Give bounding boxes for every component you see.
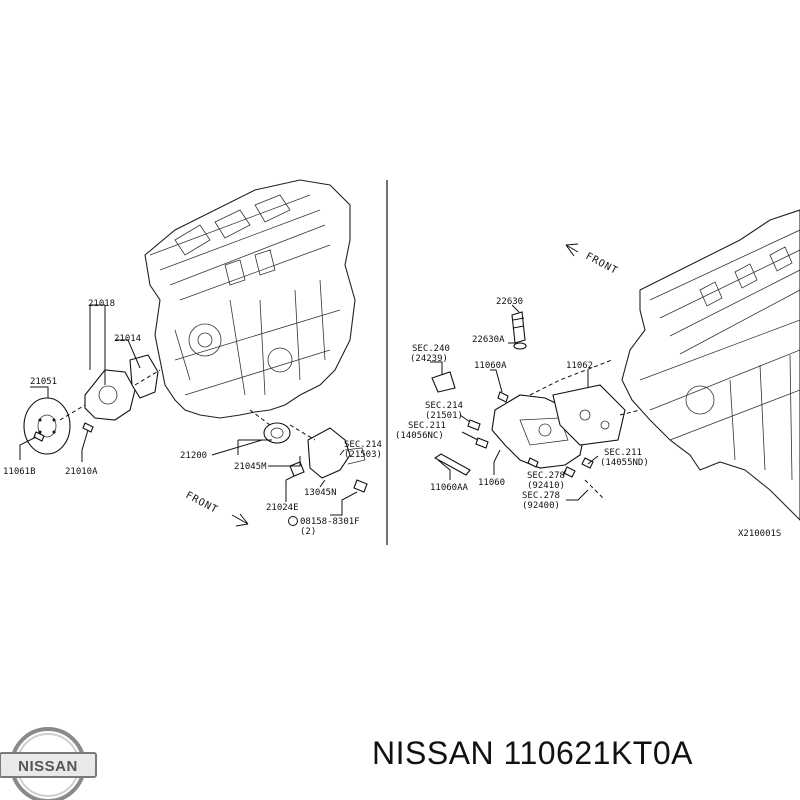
label-sec240: SEC.240 — [412, 344, 450, 354]
water-pump — [84, 369, 136, 421]
label-sec214-right: SEC.214 — [425, 401, 463, 411]
thermostat — [263, 422, 291, 444]
labels-left: 21018 21014 21051 11061B 21010A 21200 21… — [3, 299, 382, 537]
label-22630a: 22630A — [472, 335, 505, 345]
part-number-caption: NISSAN 110621KT0A — [372, 735, 693, 771]
label-21014: 21014 — [114, 334, 141, 344]
label-qty-2: (2) — [300, 527, 316, 537]
label-11061b: 11061B — [3, 467, 36, 477]
label-21018: 21018 — [88, 299, 115, 309]
bolts-left — [33, 422, 94, 442]
label-21024e: 21024E — [266, 503, 299, 513]
label-11060aa: 11060AA — [430, 483, 469, 493]
label-21010a: 21010A — [65, 467, 98, 477]
engine-left — [144, 179, 356, 419]
leaders-left — [19, 304, 358, 516]
labels-right: 22630 SEC.240 (24239) 22630A 11060A 1106… — [395, 297, 649, 511]
label-11060: 11060 — [478, 478, 505, 488]
label-24239: (24239) — [410, 354, 448, 364]
label-sec278-b: SEC.278 — [522, 491, 560, 501]
label-21045m: 21045M — [234, 462, 267, 472]
label-14056nc: (14056NC) — [395, 431, 444, 441]
label-sec211-right: SEC.211 — [604, 448, 642, 458]
water-pump-gasket — [129, 354, 159, 399]
nissan-logo-text: NISSAN — [18, 758, 78, 775]
label-21503: (21503) — [344, 450, 382, 460]
label-11062: 11062 — [566, 361, 593, 371]
label-sec214: SEC.214 — [344, 440, 382, 450]
label-22630: 22630 — [496, 297, 523, 307]
label-92410: (92410) — [527, 481, 565, 491]
front-label-left: FRONT — [184, 490, 220, 516]
front-label-right: FRONT — [584, 251, 620, 277]
water-pump-pulley — [23, 397, 71, 455]
label-08158-8301f: 08158-8301F — [300, 517, 360, 527]
engine-right — [621, 209, 800, 521]
label-21051: 21051 — [30, 377, 57, 387]
front-arrow-right: FRONT — [565, 243, 620, 277]
leaders-right — [430, 304, 641, 501]
gasket-right — [552, 384, 626, 446]
temperature-sensor — [511, 311, 527, 350]
label-13045n: 13045N — [304, 488, 337, 498]
label-21200: 21200 — [180, 451, 207, 461]
label-sec211: SEC.211 — [408, 421, 446, 431]
nissan-logo: NISSAN — [0, 727, 97, 800]
bolts-right — [433, 391, 594, 478]
diagram-code: X210001S — [738, 529, 781, 539]
label-11060a: 11060A — [474, 361, 507, 371]
label-21501: (21501) — [425, 411, 463, 421]
label-14055nd: (14055ND) — [600, 458, 649, 468]
label-92400: (92400) — [522, 501, 560, 511]
label-sec278-a: SEC.278 — [527, 471, 565, 481]
water-outlet — [307, 427, 366, 479]
bracket-right — [431, 371, 456, 393]
front-arrow-left: FRONT — [184, 490, 249, 527]
